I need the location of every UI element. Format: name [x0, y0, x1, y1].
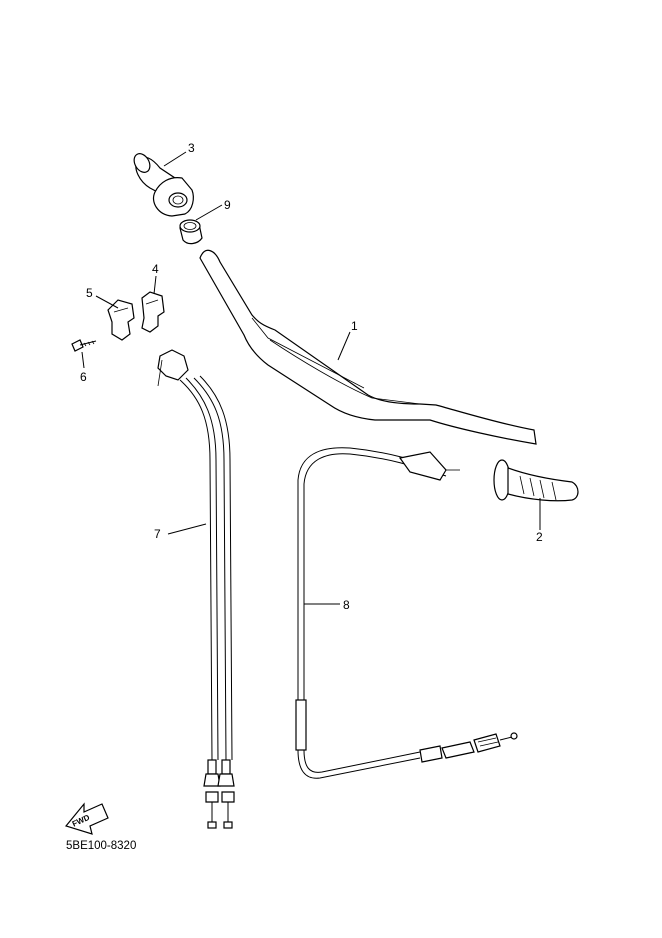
throttle-cables: [157, 349, 235, 829]
callout-6: 6: [80, 370, 87, 384]
callout-4: 4: [152, 262, 159, 276]
bolt: [71, 339, 97, 352]
clutch-cable: [295, 447, 518, 779]
handlebar: [199, 249, 537, 445]
collar: [179, 219, 203, 245]
callout-1: 1: [351, 319, 358, 333]
callout-leaders: [81, 151, 541, 605]
callout-8: 8: [343, 598, 350, 612]
callout-labels: 1 2 3 4 5 6 7 8 9: [80, 141, 543, 612]
left-grip: [493, 459, 579, 502]
callout-7: 7: [154, 527, 161, 541]
callout-2: 2: [536, 530, 543, 544]
callout-5: 5: [86, 286, 93, 300]
callout-9: 9: [224, 198, 231, 212]
holder-upper: [141, 291, 165, 333]
forward-arrow-icon: FWD: [64, 802, 109, 835]
throttle-grip: [133, 153, 194, 217]
holder-lower: [107, 299, 135, 341]
callout-3: 3: [188, 141, 195, 155]
diagram-code: 5BE100-8320: [66, 840, 136, 852]
